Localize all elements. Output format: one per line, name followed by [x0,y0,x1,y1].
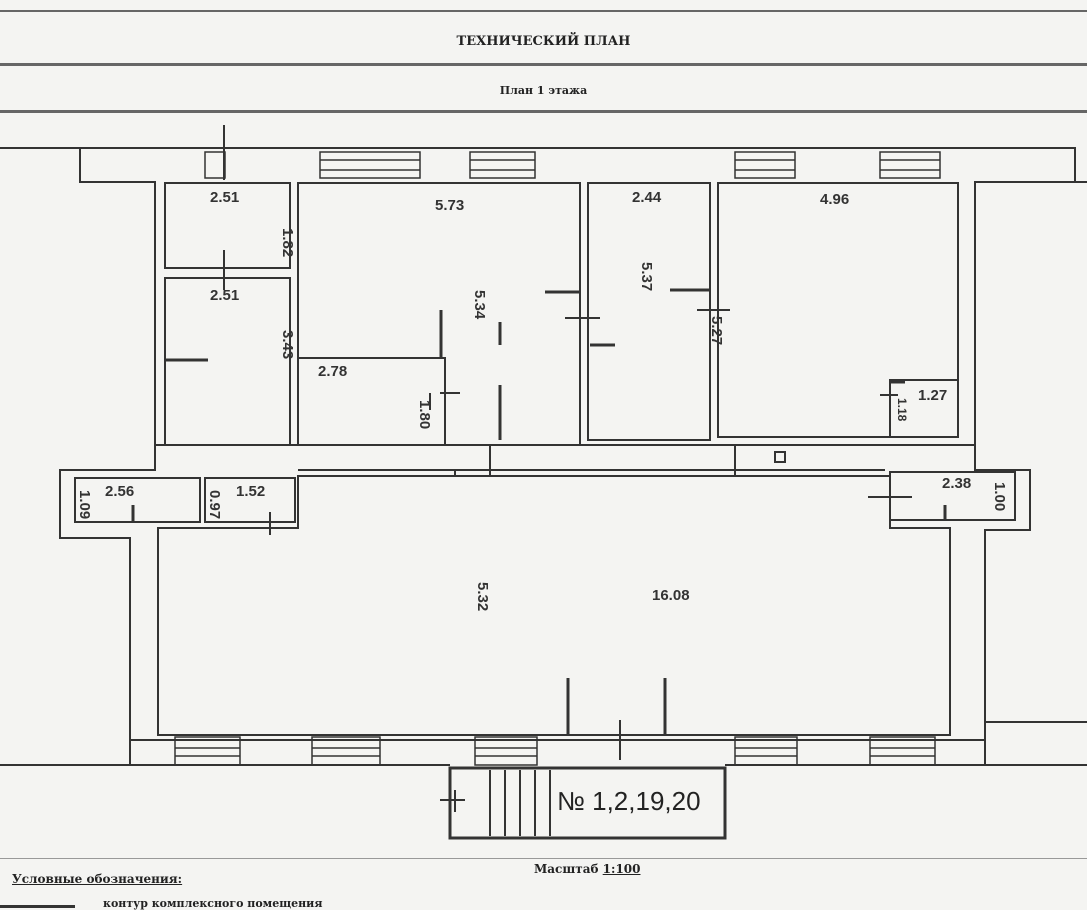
room-e [587,182,711,441]
scale-caption: Масштаб [534,862,599,876]
dimension-labels: 2.51 1.82 2.51 3.43 5.73 5.34 2.78 1.80 … [76,189,1008,611]
legend-item: контур комплексного помещения [103,897,323,910]
room-g [889,379,959,438]
partitions [131,125,947,760]
dim-label: 4.96 [820,191,849,208]
scale-value: 1:100 [602,862,641,876]
corridor [155,444,975,471]
dim-label: 5.34 [471,290,488,320]
dim-label: 1.52 [236,483,265,500]
top-rule [0,10,1087,12]
legend-line-sample [0,905,75,908]
room-i [204,477,296,523]
windows [174,151,941,766]
dim-label: 2.38 [942,475,971,492]
scale-label: Масштаб 1:100 [534,862,641,876]
dim-label: 2.44 [632,189,662,206]
premises-number-label: № 1,2,19,20 [557,786,701,816]
dim-label: 5.37 [638,262,655,291]
room-c [297,182,581,446]
dim-label: 2.51 [210,287,239,304]
dim-label: 5.32 [474,582,491,611]
dim-label: 1.27 [918,387,947,404]
dim-label: 3.43 [279,330,296,359]
dim-label: 5.73 [435,197,464,214]
room-h [74,477,201,523]
dim-label: 1.09 [76,490,93,519]
footer-rule [0,858,1087,859]
plan-title: ТЕХНИЧЕСКИЙ ПЛАН [456,34,631,49]
room-a [164,182,291,269]
dim-label: 1.00 [991,482,1008,511]
dim-label: 0.97 [206,490,223,519]
dim-label: 5.27 [708,316,725,345]
title-rule [0,63,1087,66]
window-bottom [174,736,936,766]
legend-title: Условные обозначения: [12,872,183,886]
entrance-stairs [440,766,727,840]
window-top [204,151,941,179]
column [774,451,786,463]
dim-label: 1.18 [895,398,909,422]
dim-label: 2.56 [105,483,134,500]
dim-label: 1.82 [279,228,296,257]
rooms [74,182,1016,736]
dim-label: 2.78 [318,363,347,380]
dim-label: 1.80 [416,400,433,429]
building-walls [0,147,1087,766]
dim-label: 16.08 [652,587,690,604]
main-hall [157,475,951,736]
dim-label: 2.51 [210,189,239,206]
plan-subtitle: План 1 этажа [499,84,588,97]
subtitle-rule [0,110,1087,113]
